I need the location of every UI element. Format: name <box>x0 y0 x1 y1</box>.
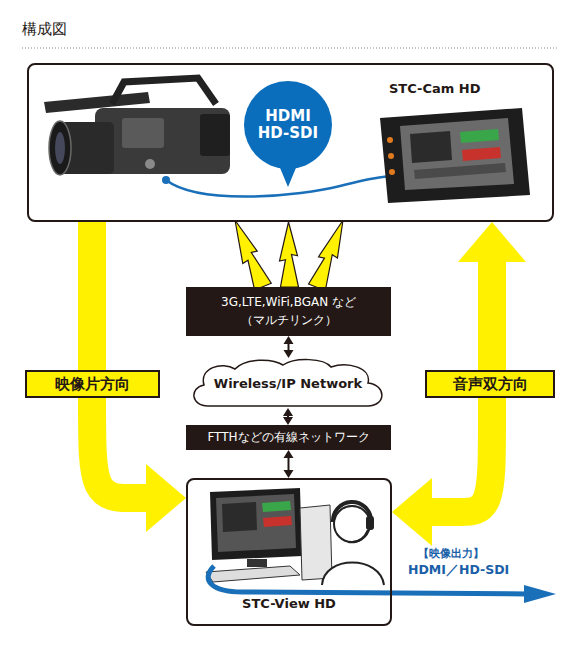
radio-bolt-shape <box>308 217 353 291</box>
network-band: 3G,LTE,WiFi,BGAN など （マルチリンク） <box>186 287 391 336</box>
flow-arrow <box>284 336 294 358</box>
device-key <box>387 137 393 143</box>
device-button <box>462 147 501 161</box>
title-rule <box>22 48 558 49</box>
edge-label: 映像片方向 <box>25 370 160 398</box>
camera-handle <box>112 78 216 104</box>
edge-label: 音声双方向 <box>425 370 555 398</box>
video-cable <box>166 176 390 197</box>
connector-line <box>287 415 289 418</box>
arrow-head <box>392 478 432 546</box>
operator-body <box>322 563 384 586</box>
arrow-head <box>146 464 186 532</box>
keyboard <box>206 566 300 582</box>
bubble-pointer <box>278 163 298 187</box>
node-text: 3G,LTE,WiFi,BGAN など （マルチリンク） <box>192 294 385 329</box>
device-bar <box>414 163 506 179</box>
video-camera <box>44 78 230 184</box>
wireless-link <box>280 222 299 287</box>
connector-line <box>288 343 290 351</box>
network-band: FTTHなどの有線ネットワーク <box>186 425 391 450</box>
headset-cup <box>366 516 374 530</box>
screen-preview <box>222 502 257 532</box>
camera-battery <box>200 114 230 156</box>
device-preview <box>410 131 452 163</box>
output-head <box>524 585 556 603</box>
signal-bubble: HDMI HD-SDI <box>244 81 332 169</box>
camera-body <box>95 108 230 174</box>
viewer-computer <box>206 488 332 582</box>
radio-bolt <box>308 217 353 291</box>
node-text: HDMI HD-SDI <box>248 108 328 143</box>
connector-line <box>288 457 290 471</box>
monitor-stand <box>247 559 267 567</box>
arrow-head <box>283 417 293 425</box>
camera-lens <box>49 121 71 175</box>
node-text: FTTHなどの有線ネットワーク <box>207 429 369 446</box>
camera-panel <box>122 118 164 148</box>
arrow-head <box>284 350 294 358</box>
cloud-outline <box>194 360 382 406</box>
arrow-head <box>283 408 293 416</box>
monitor <box>210 488 302 560</box>
device-key <box>389 169 395 175</box>
radio-bolt <box>227 216 272 290</box>
device-key <box>388 153 394 159</box>
arrow-head <box>284 336 294 344</box>
flow-arrow <box>283 408 293 425</box>
encoder-device <box>380 108 530 203</box>
headset-band <box>333 502 371 522</box>
output-label: HDMI／HD-SDI <box>408 562 509 579</box>
pc-tower <box>300 505 332 580</box>
arrow-head <box>284 450 294 458</box>
connector-line <box>92 222 147 498</box>
node-text: STC-Cam HD <box>389 81 481 96</box>
operator-head <box>334 506 370 542</box>
headset-mic <box>348 530 368 542</box>
diagram-title: 構成図 <box>22 20 67 39</box>
arrow-head <box>284 470 294 478</box>
device-screen <box>400 118 514 190</box>
system-box: STC-View HD <box>186 478 392 626</box>
output-label: 【映像出力】 <box>418 546 484 561</box>
operator <box>322 502 384 585</box>
bubble-circle <box>244 81 332 169</box>
node-text: STC-View HD <box>188 596 390 611</box>
node-text: Wireless/IP Network <box>214 376 362 391</box>
network-cloud: Wireless/IP Network <box>188 358 388 408</box>
screen-button <box>263 516 292 527</box>
device-button <box>460 129 499 143</box>
camera-glass <box>55 132 65 164</box>
system-box: STC-Cam HD HDMI HD-SDI <box>27 63 554 222</box>
radio-bolt-shape <box>227 216 272 290</box>
screen-button <box>262 501 291 512</box>
camera-button <box>145 159 155 169</box>
monitor-screen <box>216 494 296 552</box>
radio-bolt-connector <box>280 222 299 287</box>
flow-arrow <box>284 450 294 478</box>
device-body <box>380 108 530 203</box>
arrow-head <box>458 222 526 262</box>
